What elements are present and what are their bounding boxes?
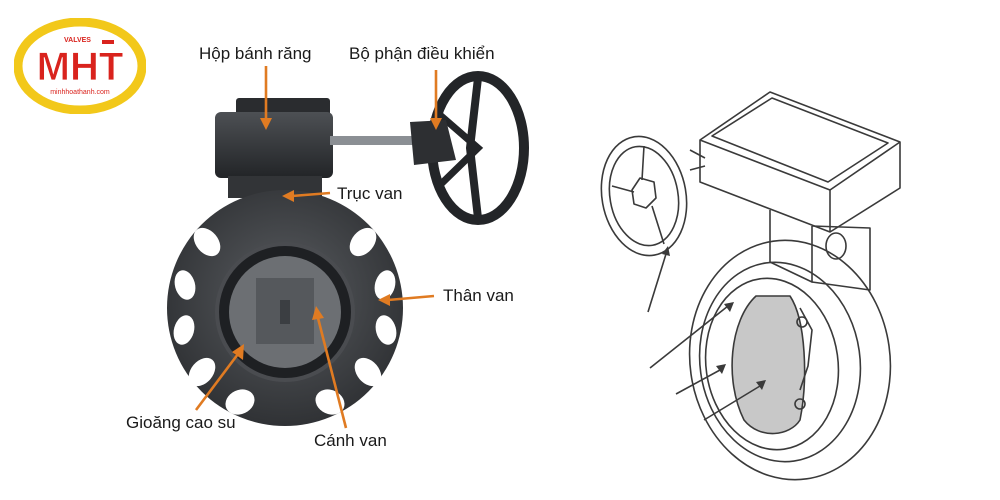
label-handwheel: Bộ phận điều khiển [349,44,495,63]
sketch-leader-arrowheads [662,246,766,390]
gearbox [215,98,333,198]
logo-valve-handle [102,40,114,44]
valve-body [167,190,403,426]
label-body: Thân van [443,286,514,305]
logo-top-text: VALVES [64,37,91,44]
flange-holes [173,227,397,415]
sketch-body [688,239,892,481]
sketch-handwheel [600,135,688,257]
brand-logo: VALVES MHT minhhoathanh.com [13,17,147,115]
gearbox-lid [236,98,330,116]
logo-letters: MHT [37,45,124,89]
callout-arrows [194,66,438,429]
sketch-gearbox [699,91,901,233]
sketch-neck [769,210,871,291]
handwheel-shaft [330,136,426,145]
handwheel [410,71,529,225]
logo-website: minhhoathanh.com [50,89,110,96]
handwheel-hub [410,120,456,165]
sketch-leader-lines [647,253,761,421]
gearbox-housing [215,112,333,178]
label-gearbox: Hộp bánh răng [199,44,312,63]
sketch-shaft [689,149,706,171]
label-seal: Gioăng cao su [126,413,236,432]
sketch-disc [731,295,813,435]
callout-arrowheads [232,118,442,360]
label-disc: Cánh van [314,431,387,450]
label-stem: Trục van [337,184,403,203]
logo-graphic: VALVES MHT minhhoathanh.com [13,17,147,115]
